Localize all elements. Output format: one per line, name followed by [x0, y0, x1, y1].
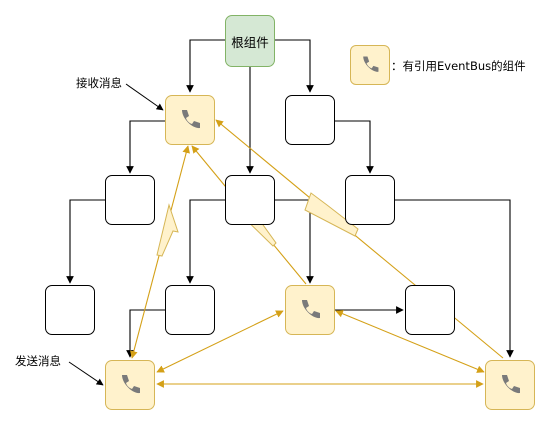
bus-link-center-to-bottom-right — [335, 310, 485, 373]
phone-icon — [182, 110, 200, 129]
legend-text: ：有引用EventBus的组件 — [391, 59, 526, 73]
flow-arrow-send — [156, 203, 179, 257]
edge-root-to-bus-top — [186, 39, 225, 93]
component-bottom-center-left — [165, 285, 215, 335]
component-mid-right — [345, 175, 395, 225]
component-mid-center — [225, 175, 275, 225]
phone-icon — [122, 375, 140, 394]
bus-component-center — [285, 285, 335, 335]
root-label: 根组件 — [231, 34, 269, 50]
bus-link-bottom-right-to-receive — [215, 119, 504, 359]
legend-swatch — [350, 45, 390, 85]
edge-mid-left-to-bottom-left — [66, 199, 105, 284]
eventbus-connectors — [130, 119, 504, 388]
edge-bus-top-to-mid-left — [126, 120, 165, 174]
edge-root-to-top-right — [275, 39, 314, 93]
bus-component-receive — [165, 95, 215, 145]
edge-mid-right-to-bus-bottom-right — [395, 199, 514, 358]
component-mid-left — [105, 175, 155, 225]
label-send-message: 发送消息 — [15, 354, 61, 368]
bus-link-send-to-center — [156, 310, 284, 373]
phone-icon — [363, 56, 379, 72]
phone-icon — [302, 300, 320, 319]
bus-component-bottom-right — [485, 360, 535, 410]
edge-top-right-to-mid-right — [335, 120, 374, 174]
pointer-receive — [125, 83, 164, 111]
component-top-right — [285, 95, 335, 145]
label-pointers — [68, 83, 164, 386]
phone-icon — [502, 375, 520, 394]
component-bottom-left — [45, 285, 95, 335]
root-component: 根组件 — [225, 15, 275, 67]
bus-component-send — [105, 360, 155, 410]
edge-mid-center-to-bus-center — [275, 199, 314, 284]
flow-arrow-right — [304, 192, 359, 237]
edge-mid-center-to-bottom-center-left — [186, 199, 225, 284]
label-receive-message: 接收消息 — [76, 76, 122, 90]
edge-bottom-center-left-to-bus-send — [126, 309, 165, 358]
pointer-send — [68, 361, 104, 386]
component-bottom-right-plain — [405, 285, 455, 335]
tree-connectors — [66, 39, 514, 358]
